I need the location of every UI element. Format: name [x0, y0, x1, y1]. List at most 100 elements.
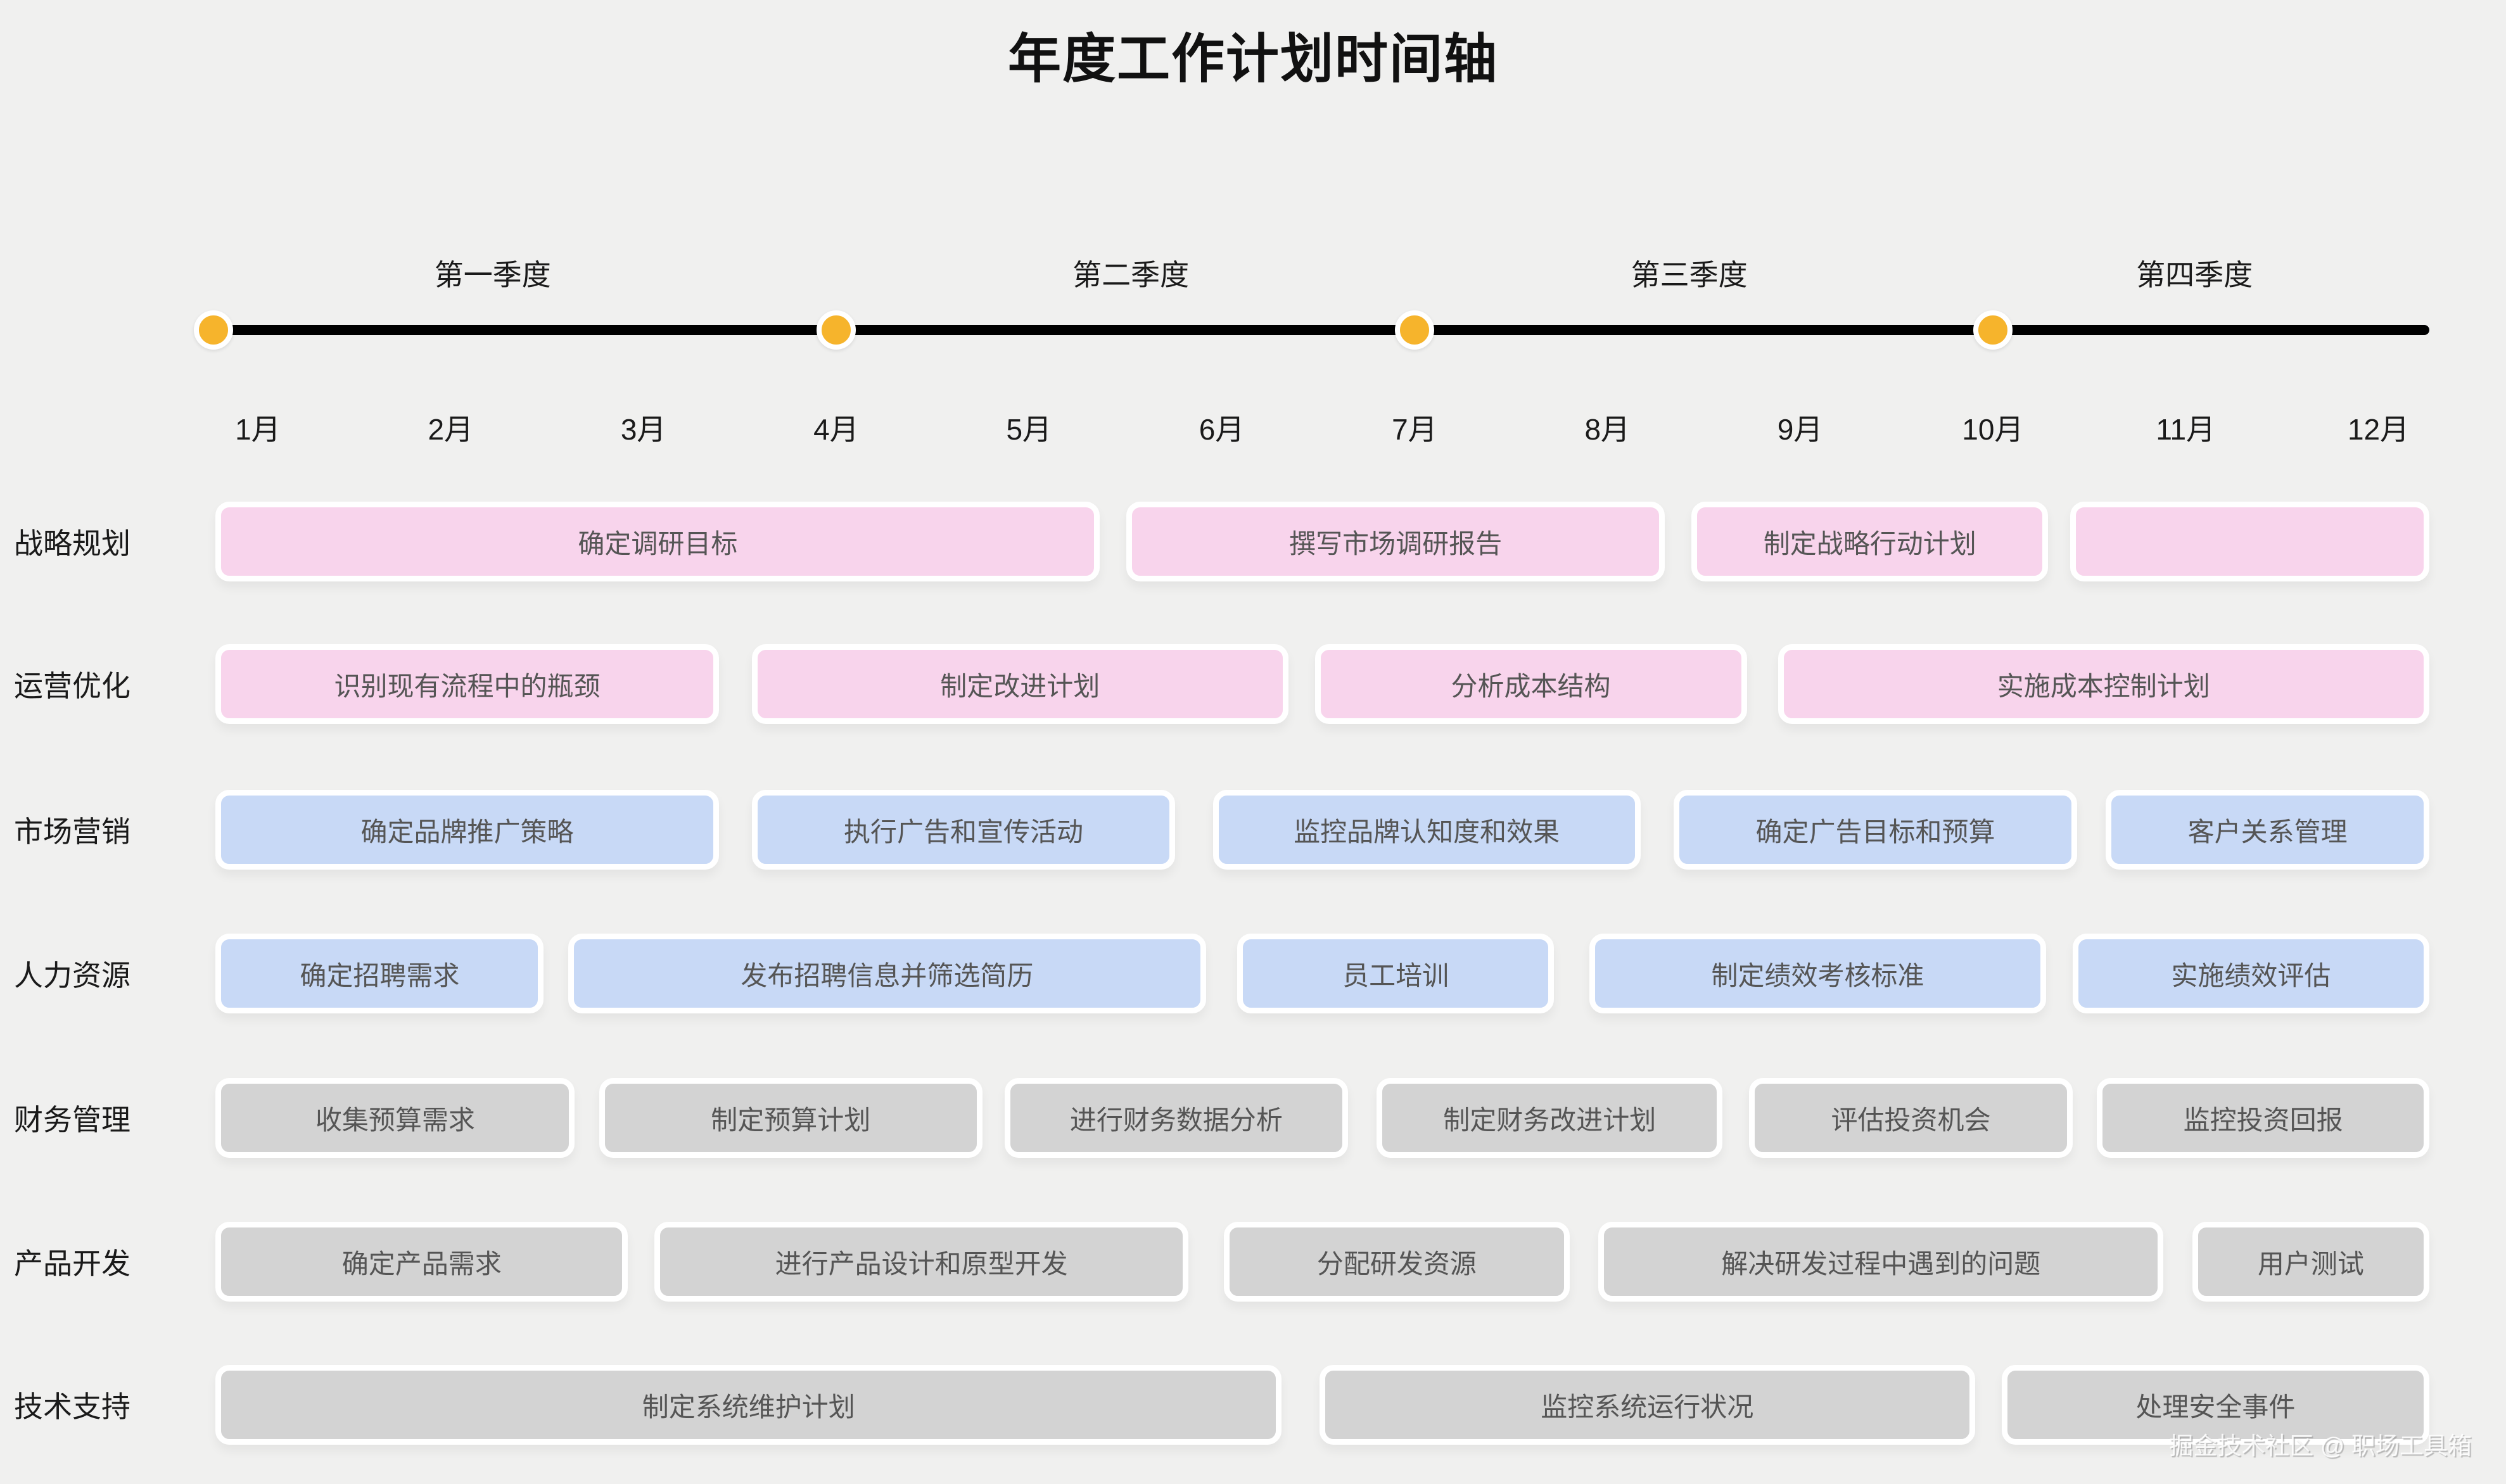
- gantt-row: 战略规划 确定调研目标 撰写市场调研报告 制定战略行动计划: [0, 502, 2506, 581]
- row-bars: 确定品牌推广策略 执行广告和宣传活动 监控品牌认知度和效果 确定广告目标和预算 客户关系…: [213, 790, 2429, 870]
- row-label: 技术支持: [14, 1390, 130, 1423]
- task-bar: 员工培训: [1237, 934, 1555, 1013]
- task-bar: 确定广告目标和预算: [1674, 790, 2077, 870]
- task-bar-label: 分配研发资源: [1316, 1248, 1477, 1279]
- month-label: 7月: [1392, 413, 1437, 446]
- task-bar-label: 发布招聘信息并筛选简历: [741, 960, 1034, 991]
- task-bar: 收集预算需求: [215, 1078, 575, 1158]
- task-bar-label: 制定系统维护计划: [642, 1392, 855, 1422]
- task-bar: 制定绩效考核标准: [1589, 934, 2046, 1013]
- row-bars: 确定调研目标 撰写市场调研报告 制定战略行动计划: [213, 502, 2429, 581]
- milestone-dot-icon: [194, 310, 233, 350]
- task-bar: 分配研发资源: [1224, 1222, 1570, 1302]
- task-bar: 实施成本控制计划: [1778, 644, 2429, 724]
- row-bars: 确定产品需求 进行产品设计和原型开发 分配研发资源 解决研发过程中遇到的问题 用户测试: [213, 1222, 2429, 1302]
- task-bar-label: 撰写市场调研报告: [1289, 528, 1503, 559]
- task-bar-label: 制定预算计划: [711, 1105, 871, 1135]
- row-bars: 制定系统维护计划 监控系统运行状况 处理安全事件: [213, 1365, 2429, 1445]
- row-label: 市场营销: [14, 815, 130, 848]
- gantt-row: 产品开发 确定产品需求 进行产品设计和原型开发 分配研发资源 解决研发过程中遇到的问题 用…: [0, 1222, 2506, 1302]
- gantt-row: 运营优化 识别现有流程中的瓶颈 制定改进计划 分析成本结构 实施成本控制计划: [0, 644, 2506, 724]
- month-label: 6月: [1199, 413, 1245, 446]
- month-label: 10月: [1962, 413, 2024, 446]
- month-label: 8月: [1584, 413, 1631, 446]
- row-label: 人力资源: [14, 959, 130, 992]
- watermark: 掘金技术社区 @ 职场工具箱: [2169, 1433, 2472, 1460]
- month-label: 2月: [428, 413, 474, 446]
- task-bar-label: 确定品牌推广策略: [360, 816, 574, 847]
- gantt-row: 财务管理 收集预算需求 制定预算计划 进行财务数据分析 制定财务改进计划 评估投资机会 监控…: [0, 1078, 2506, 1158]
- task-bar: 执行广告和宣传活动: [752, 790, 1176, 870]
- task-bar-label: 监控系统运行状况: [1541, 1392, 1754, 1422]
- task-bar: 确定调研目标: [215, 502, 1100, 581]
- task-bar: 发布招聘信息并筛选简历: [568, 934, 1207, 1013]
- task-bar-label: 执行广告和宣传活动: [844, 816, 1084, 847]
- gantt-row: 市场营销 确定品牌推广策略 执行广告和宣传活动 监控品牌认知度和效果 确定广告目标和预算…: [0, 790, 2506, 870]
- task-bar: 客户关系管理: [2106, 790, 2429, 870]
- task-bar: 监控系统运行状况: [1319, 1365, 1975, 1445]
- task-bar: 处理安全事件: [2001, 1365, 2429, 1445]
- task-bar: 确定招聘需求: [215, 934, 544, 1013]
- month-label: 4月: [813, 413, 859, 446]
- task-bar: 识别现有流程中的瓶颈: [215, 644, 719, 724]
- row-bars: 确定招聘需求 发布招聘信息并筛选简历 员工培训 制定绩效考核标准 实施绩效评估: [213, 934, 2429, 1013]
- task-bar: 撰写市场调研报告: [1126, 502, 1665, 581]
- task-bar-label: 确定产品需求: [341, 1248, 502, 1279]
- task-bar-label: 制定战略行动计划: [1763, 528, 1976, 559]
- row-label: 产品开发: [14, 1247, 130, 1280]
- task-bar-label: 进行财务数据分析: [1069, 1105, 1283, 1135]
- task-bar: 制定预算计划: [599, 1078, 983, 1158]
- task-bar-label: 进行产品设计和原型开发: [775, 1248, 1068, 1279]
- month-label: 3月: [620, 413, 666, 446]
- task-bar-label: 确定调研目标: [578, 528, 738, 559]
- page-title: 年度工作计划时间轴: [1007, 29, 1498, 89]
- quarter-label: 第四季度: [2136, 258, 2253, 291]
- task-bar-label: 分析成本结构: [1451, 671, 1611, 701]
- task-bar: 监控投资回报: [2097, 1078, 2429, 1158]
- task-bar: 评估投资机会: [1749, 1078, 2073, 1158]
- task-bar-label: 确定广告目标和预算: [1755, 816, 1995, 847]
- task-bar: 实施绩效评估: [2072, 934, 2429, 1013]
- row-label: 运营优化: [14, 669, 130, 702]
- task-bar-label: 确定招聘需求: [300, 960, 460, 991]
- task-bar-label: 制定绩效考核标准: [1711, 960, 1924, 991]
- task-bar-label: 实施成本控制计划: [1997, 671, 2210, 701]
- task-bar: 制定战略行动计划: [1691, 502, 2049, 581]
- task-bar: 确定品牌推广策略: [215, 790, 719, 870]
- row-bars: 收集预算需求 制定预算计划 进行财务数据分析 制定财务改进计划 评估投资机会 监控投资回报: [213, 1078, 2429, 1158]
- task-bar: [2070, 502, 2429, 581]
- quarter-label: 第二季度: [1072, 258, 1190, 291]
- task-bar: 进行产品设计和原型开发: [654, 1222, 1189, 1302]
- task-bar-label: 评估投资机会: [1831, 1105, 1991, 1135]
- task-bar-label: 监控投资回报: [2183, 1105, 2343, 1135]
- row-label: 财务管理: [14, 1103, 130, 1136]
- month-label: 1月: [235, 413, 281, 446]
- task-bar-label: 实施绩效评估: [2171, 960, 2331, 991]
- task-bar-label: 解决研发过程中遇到的问题: [1721, 1248, 2041, 1279]
- task-bar-label: 处理安全事件: [2135, 1392, 2296, 1422]
- task-bar: 确定产品需求: [215, 1222, 628, 1302]
- task-bar: 分析成本结构: [1314, 644, 1747, 724]
- task-bar-label: 监控品牌认知度和效果: [1294, 816, 1560, 847]
- task-bar-label: 员工培训: [1342, 960, 1449, 991]
- gantt-row: 人力资源 确定招聘需求 发布招聘信息并筛选简历 员工培训 制定绩效考核标准 实施绩效评估: [0, 934, 2506, 1013]
- row-label: 战略规划: [14, 527, 130, 560]
- timeline-line: [213, 325, 2429, 335]
- task-bar: 进行财务数据分析: [1004, 1078, 1348, 1158]
- quarter-label: 第一季度: [434, 258, 551, 291]
- task-bar-label: 制定财务改进计划: [1443, 1105, 1657, 1135]
- task-bar: 用户测试: [2192, 1222, 2429, 1302]
- task-bar: 制定系统维护计划: [215, 1365, 1282, 1445]
- milestone-dot-icon: [816, 310, 856, 350]
- milestone-dot-icon: [1973, 310, 2013, 350]
- task-bar-label: 收集预算需求: [315, 1105, 475, 1135]
- month-label: 9月: [1777, 413, 1823, 446]
- task-bar: 制定财务改进计划: [1377, 1078, 1723, 1158]
- task-bar-label: 制定改进计划: [940, 671, 1100, 701]
- row-bars: 识别现有流程中的瓶颈 制定改进计划 分析成本结构 实施成本控制计划: [213, 644, 2429, 724]
- quarter-label: 第三季度: [1631, 258, 1748, 291]
- task-bar-label: 客户关系管理: [2187, 816, 2348, 847]
- month-label: 12月: [2347, 413, 2410, 446]
